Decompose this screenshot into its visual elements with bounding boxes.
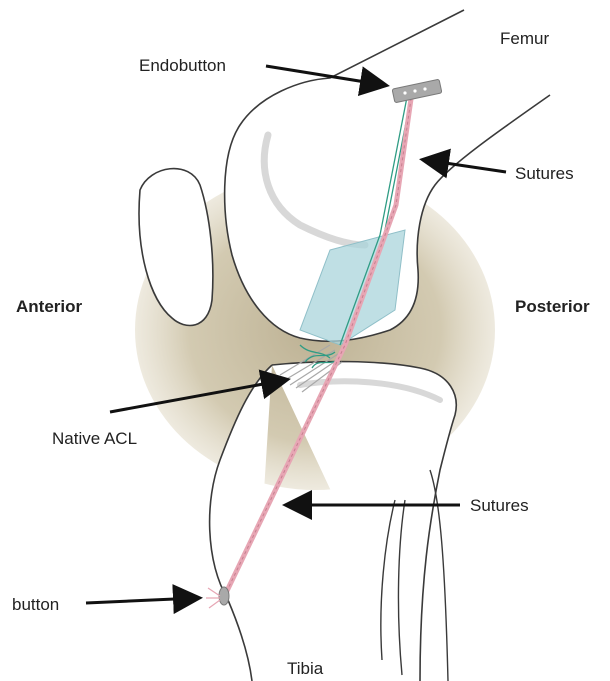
tibia-outline <box>210 362 457 681</box>
label-anterior: Anterior <box>16 298 82 315</box>
arrow-button <box>86 598 197 603</box>
label-native-acl: Native ACL <box>52 430 137 447</box>
label-posterior: Posterior <box>515 298 590 315</box>
label-sutures-upper: Sutures <box>515 165 574 182</box>
label-sutures-lower: Sutures <box>470 497 529 514</box>
label-button: button <box>12 596 59 613</box>
tibial-button-device <box>206 587 229 608</box>
label-femur: Femur <box>500 30 549 47</box>
label-endobutton: Endobutton <box>139 57 226 74</box>
label-tibia: Tibia <box>287 660 323 677</box>
